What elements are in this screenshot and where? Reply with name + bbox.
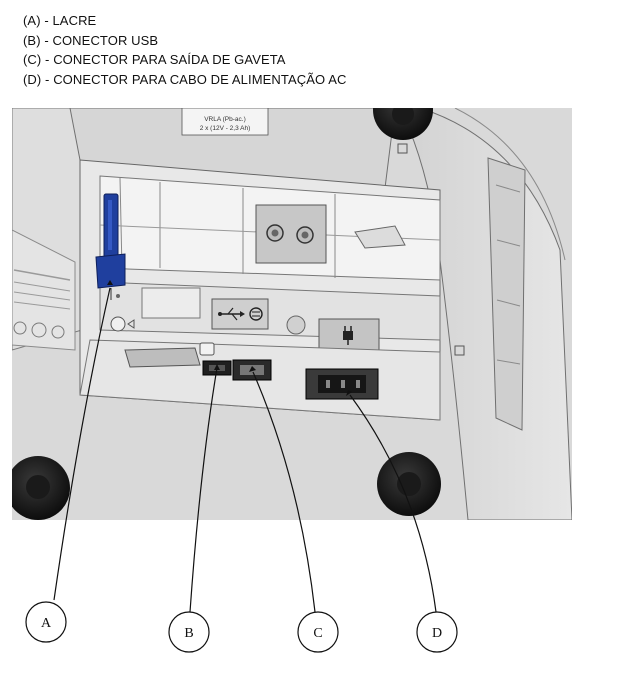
callout-b-label: B: [184, 626, 193, 641]
leader-line-c: [252, 371, 316, 613]
callout-a-label: A: [41, 616, 52, 631]
battery-label: VRLA (Pb-ac.) 2 x (12V - 2,3 Ah): [181, 108, 269, 136]
rubber-foot: [12, 456, 70, 520]
rubber-foot: [377, 452, 441, 516]
regulatory-label: [13, 269, 71, 339]
callout-a: A: [25, 601, 67, 643]
power-plug-icon: [343, 326, 353, 345]
right-case: [399, 108, 572, 520]
svg-text:VRLA (Pb-ac.): VRLA (Pb-ac.): [204, 116, 246, 123]
callout-d: D: [416, 611, 458, 653]
cert-seal-icon: [13, 321, 27, 335]
callout-b: B: [168, 611, 210, 653]
left-label-panel: [12, 229, 76, 351]
leader-line-b: [189, 367, 218, 613]
legend-item-b: (B) - CONECTOR USB: [23, 32, 159, 48]
leader-line-a: [53, 287, 111, 601]
callout-c: C: [297, 611, 339, 653]
drawer-kick-icon: [249, 307, 263, 321]
svg-text:2 x (12V - 2,3 Ah): 2 x (12V - 2,3 Ah): [200, 125, 251, 132]
inmetro-seal-icon: [51, 325, 65, 339]
security-seal: [95, 193, 126, 300]
usb-symbol-icon: [218, 307, 245, 321]
callout-c-label: C: [313, 626, 322, 641]
legend-item-d: (D) - CONECTOR PARA CABO DE ALIMENTAÇÃO …: [23, 71, 347, 87]
reset-button[interactable]: [286, 315, 306, 335]
rubber-foot: [373, 108, 433, 140]
blank-label-area: [141, 287, 201, 319]
legend-item-c: (C) - CONECTOR PARA SAÍDA DE GAVETA: [23, 52, 286, 67]
leader-line-d: [349, 394, 437, 613]
legend-list: (A) - LACRE (B) - CONECTOR USB (C) - CON…: [23, 11, 346, 89]
iso-seal-icon: [31, 322, 47, 338]
side-label: [487, 157, 526, 431]
callout-d-label: D: [432, 626, 442, 641]
legend-item-a: (A) - LACRE: [23, 13, 97, 28]
